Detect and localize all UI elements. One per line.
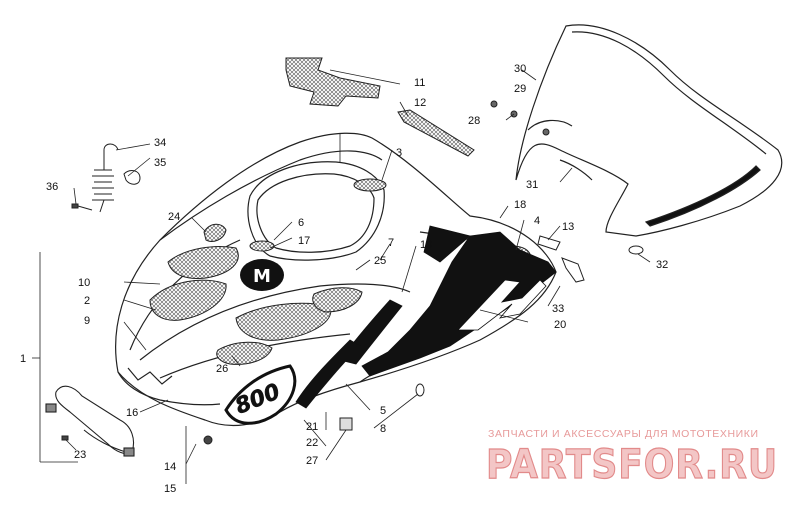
- vent-window-top: [353, 178, 387, 192]
- callout-21: 21: [306, 421, 318, 433]
- callout-19: 19: [420, 239, 432, 251]
- callout-1: 1: [20, 353, 26, 365]
- vent-center: [235, 302, 332, 341]
- callout-7: 7: [388, 237, 394, 249]
- top-decal-11: [285, 57, 381, 107]
- callout-3: 3: [396, 147, 402, 159]
- leader-lines: [32, 69, 651, 484]
- watermark-brand: PARTSFOR.RU: [486, 442, 778, 488]
- pin-8: [415, 383, 425, 397]
- retaining-clip: [123, 170, 141, 185]
- callout-13: 13: [562, 221, 574, 233]
- callout-29: 29: [514, 83, 526, 95]
- vent-window-low: [249, 240, 275, 252]
- grommet: [628, 245, 644, 255]
- callout-18: 18: [514, 199, 526, 211]
- callout-28: 28: [468, 115, 480, 127]
- callout-9: 9: [84, 315, 90, 327]
- callout-12: 12: [414, 97, 426, 109]
- callout-16: 16: [126, 407, 138, 419]
- callout-14: 14: [164, 461, 176, 473]
- callout-26: 26: [216, 363, 228, 375]
- callout-36: 36: [46, 181, 58, 193]
- hood-vents: [149, 178, 531, 365]
- callout-11: 11: [414, 77, 425, 89]
- vent-left-upper: [167, 246, 239, 279]
- bumper-bracket: [45, 385, 135, 457]
- callout-17: 17: [298, 235, 310, 247]
- logo-text: M: [253, 266, 271, 287]
- callout-31: 31: [526, 179, 538, 191]
- callout-25: 25: [374, 255, 386, 267]
- callout-8: 8: [380, 423, 386, 435]
- callout-22: 22: [306, 437, 318, 449]
- callout-10: 10: [78, 277, 90, 289]
- callout-6: 6: [298, 217, 304, 229]
- windshield: [515, 24, 783, 237]
- callout-4: 4: [534, 215, 540, 227]
- callout-27: 27: [306, 455, 318, 467]
- callout-labels: 1 2 3 4 5 6 7 8 9 10 11 12 13 14 15 16 1…: [20, 63, 668, 495]
- callout-30: 30: [514, 63, 526, 75]
- callout-23: 23: [74, 449, 86, 461]
- vent-24: [203, 223, 227, 243]
- hood-logo-badge: M: [240, 259, 284, 291]
- callout-5: 5: [380, 405, 386, 417]
- callout-24: 24: [168, 211, 180, 223]
- foam-block: [339, 417, 353, 431]
- model-badge: 800: [224, 364, 297, 425]
- callout-33: 33: [552, 303, 564, 315]
- vent-26: [216, 341, 273, 365]
- watermark: ЗАПЧАСТИ И АКСЕССУАРЫ ДЛЯ МОТОТЕХНИКИ PA…: [485, 428, 778, 489]
- callout-20: 20: [554, 319, 566, 331]
- watermark-subtitle: ЗАПЧАСТИ И АКСЕССУАРЫ ДЛЯ МОТОТЕХНИКИ: [488, 428, 759, 440]
- screw-23: [61, 435, 69, 441]
- callout-34: 34: [154, 137, 166, 149]
- callout-2: 2: [84, 295, 90, 307]
- vent-left-lower: [149, 279, 227, 321]
- side-graphic-decal: [295, 225, 557, 409]
- latch-bracket: [537, 235, 585, 283]
- screw-14: [203, 435, 213, 445]
- callout-15: 15: [164, 483, 176, 495]
- top-decal-12: [397, 109, 475, 157]
- windshield-screws: [490, 100, 550, 136]
- vent-right: [312, 287, 363, 313]
- hood-spring: [92, 143, 119, 213]
- screw-36: [71, 203, 93, 211]
- callout-32: 32: [656, 259, 668, 271]
- callout-35: 35: [154, 157, 166, 169]
